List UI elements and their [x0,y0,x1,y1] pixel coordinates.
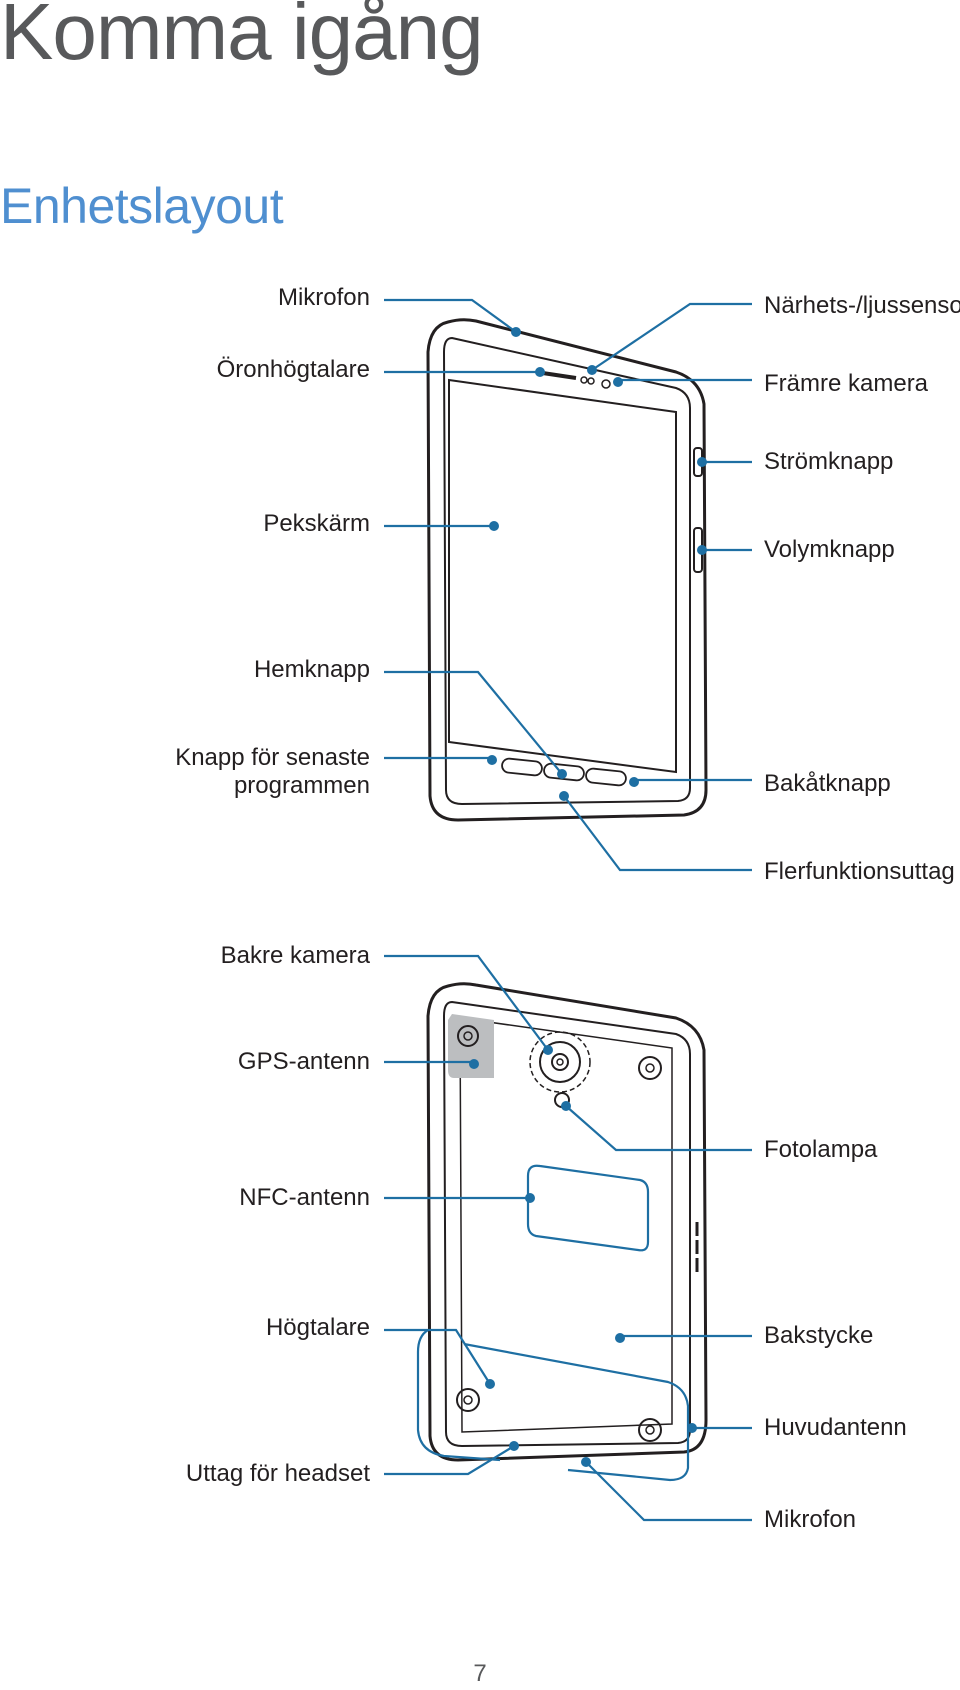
label-flash: Fotolampa [764,1136,878,1163]
page-title: Komma igång [0,0,484,76]
label-front-camera: Främre kamera [764,370,929,397]
label-home-key: Hemknapp [253,656,370,683]
label-earpiece: Öronhögtalare [216,356,370,383]
label-headset-jack: Uttag för headset [185,1460,370,1487]
label-recent-apps-line1: Knapp för senaste [175,744,370,771]
back-device-illustration [416,982,708,1482]
section-title: Enhetslayout [0,178,284,234]
back-callouts [384,954,752,1522]
label-multipurpose-jack: Flerfunktionsuttag [764,858,955,885]
label-back-cover: Bakstycke [764,1322,874,1349]
label-power-key: Strömknapp [764,448,894,475]
label-volume-key: Volymknapp [764,536,895,563]
page-number: 7 [473,1660,487,1687]
front-callouts [384,298,752,872]
label-main-antenna: Huvudantenn [764,1414,907,1441]
label-back-key: Bakåtknapp [764,770,891,797]
label-microphone-back: Mikrofon [764,1506,857,1533]
label-rear-camera: Bakre kamera [220,942,370,969]
label-proximity-sensor: Närhets-/ljussensor [764,292,960,319]
label-microphone-front: Mikrofon [277,284,370,311]
label-touchscreen: Pekskärm [263,510,370,537]
front-device-illustration [426,318,708,822]
label-gps-antenna: GPS-antenn [237,1048,370,1075]
label-nfc-antenna: NFC-antenn [239,1184,370,1211]
label-recent-apps-line2: programmen [233,772,370,799]
label-speaker: Högtalare [265,1314,370,1341]
